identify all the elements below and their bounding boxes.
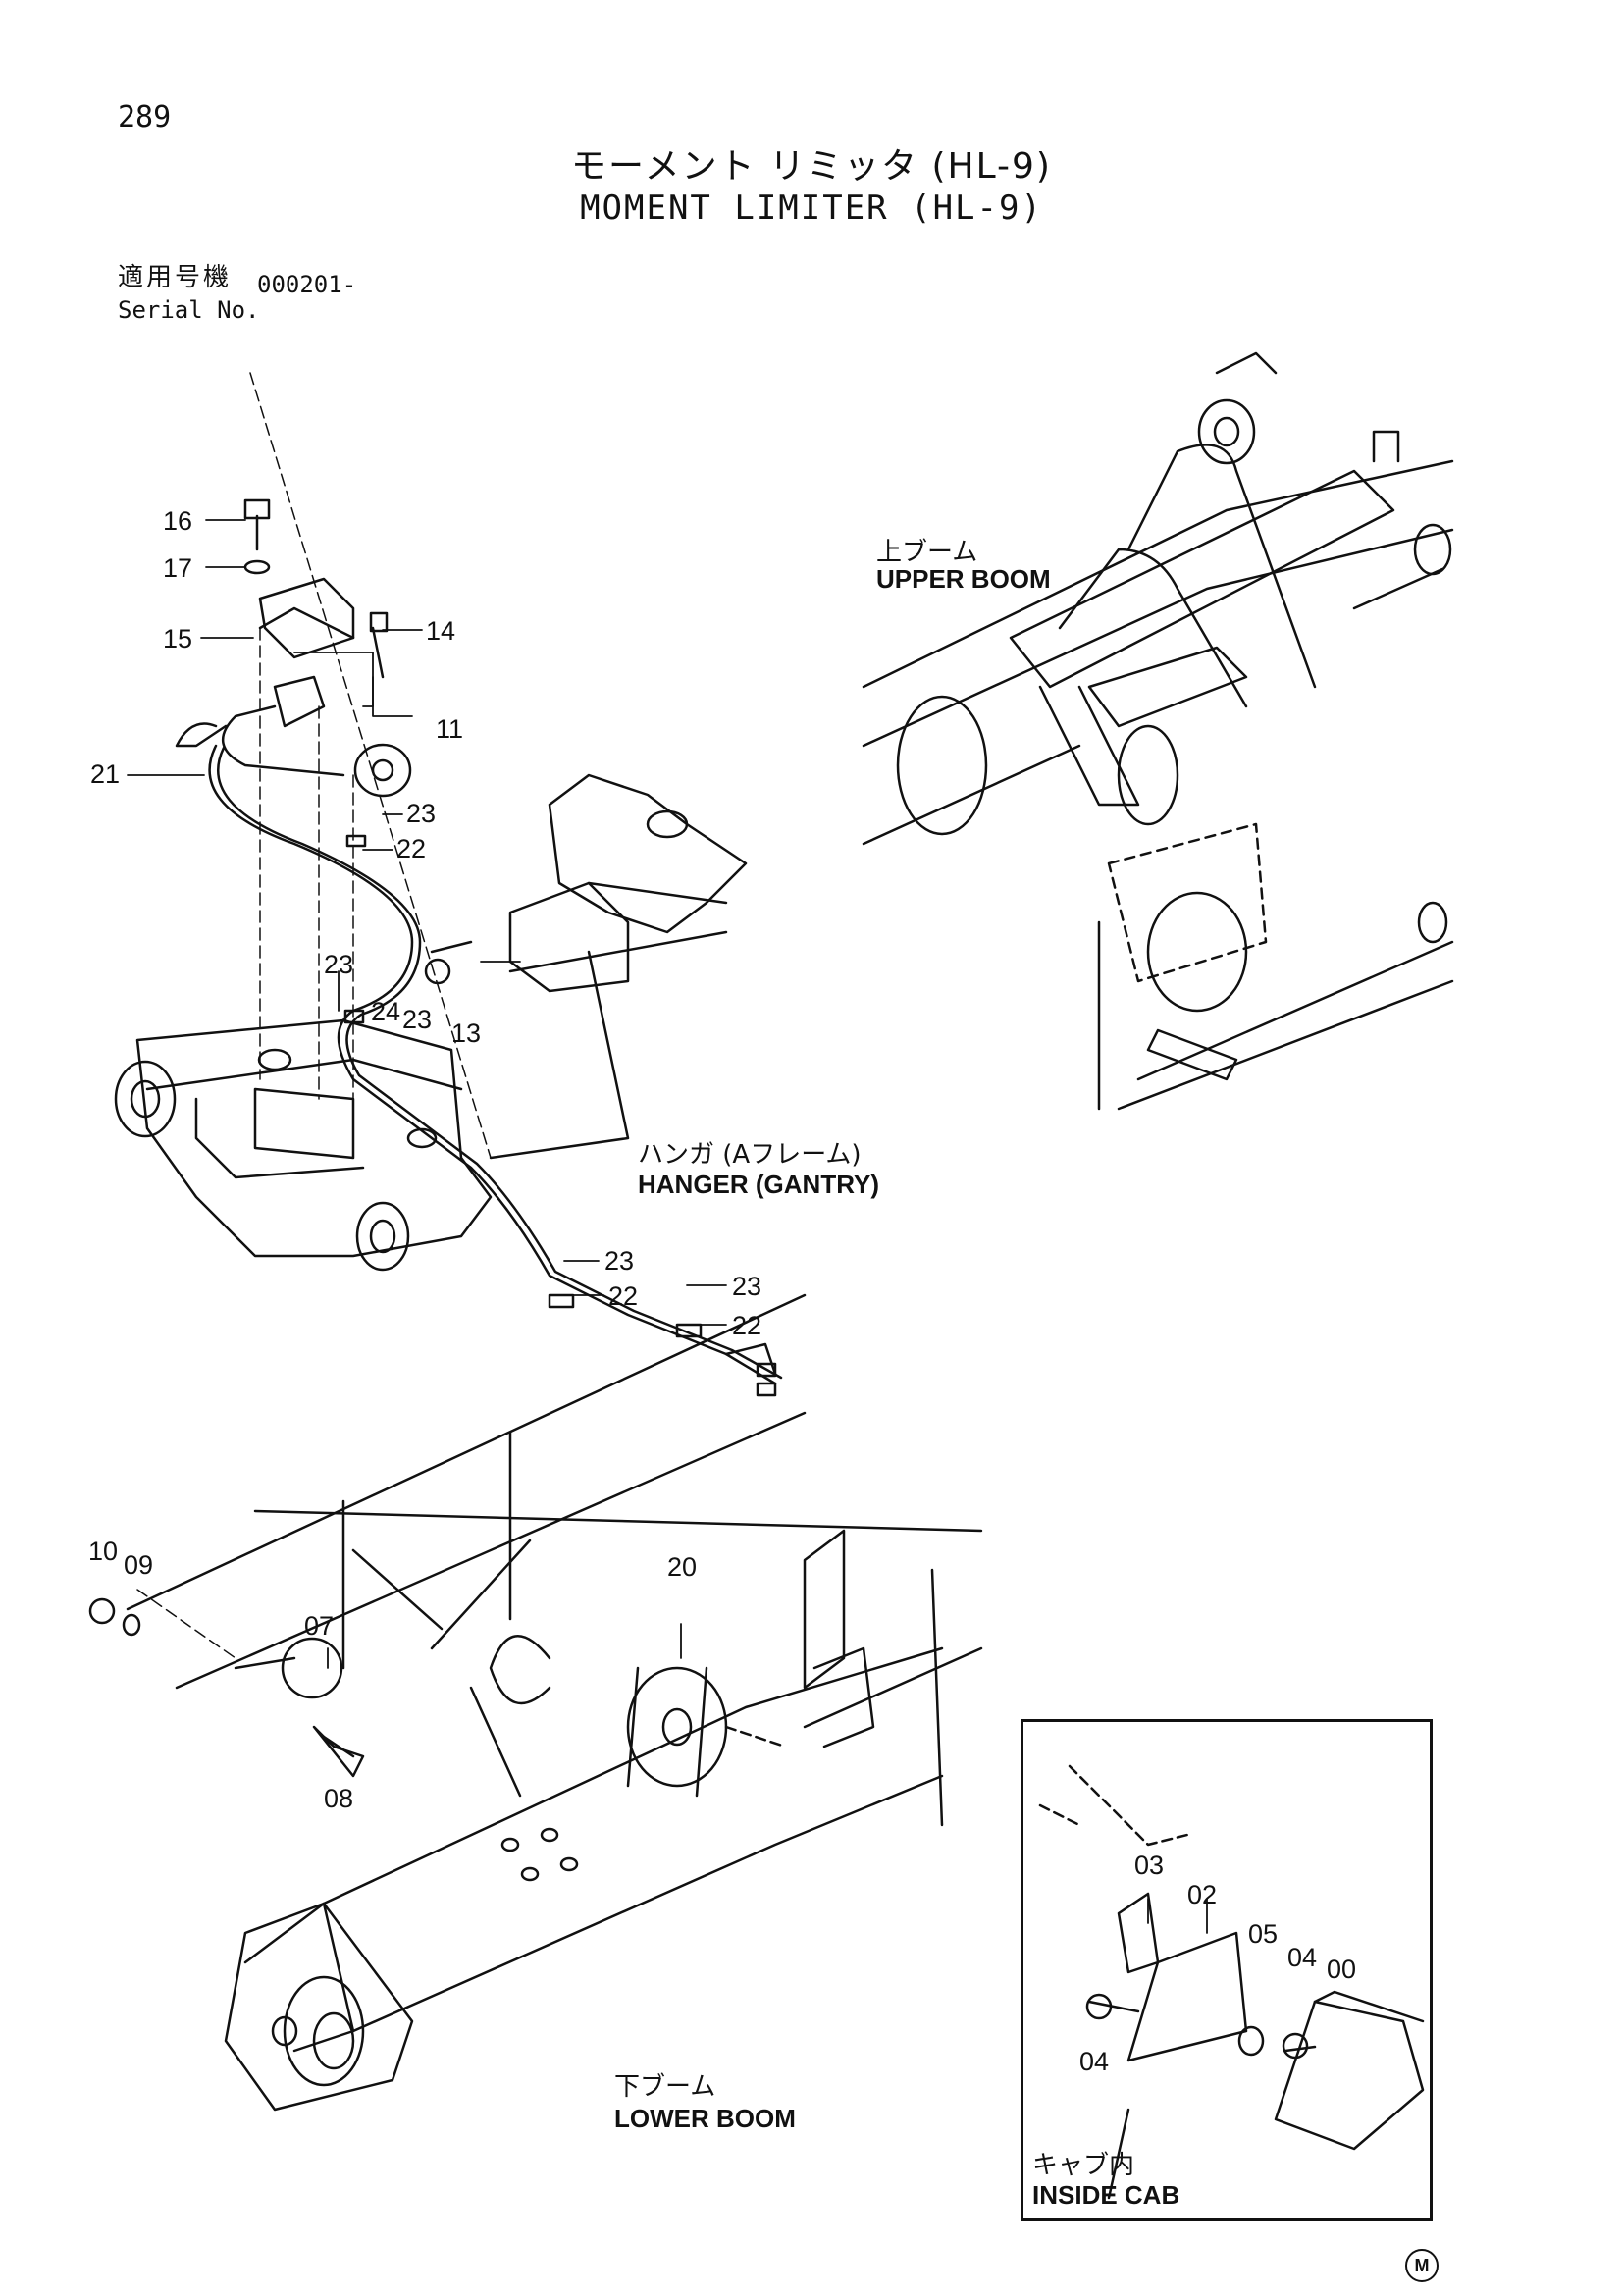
callout-15: 15	[163, 624, 192, 653]
callout-16: 16	[163, 506, 192, 536]
callout-22: 22	[608, 1281, 638, 1311]
leader-lines	[127, 519, 1208, 1934]
callout-04: 04	[1287, 1943, 1317, 1972]
callout-23: 23	[732, 1272, 761, 1301]
callout-23: 23	[406, 799, 436, 828]
serial-label-japanese: 適用号機	[118, 263, 233, 292]
callout-22: 22	[396, 834, 426, 863]
callout-05: 05	[1248, 1919, 1278, 1949]
callout-20: 20	[667, 1552, 697, 1582]
callout-09: 09	[124, 1550, 153, 1580]
callout-03: 03	[1134, 1851, 1164, 1880]
lower-boom-label: LOWER BOOM	[614, 2104, 796, 2133]
callout-numbers: 16 17 15 14 11 21 23 22 23 24 23 13 23 2…	[88, 506, 1356, 2076]
page-number: 289	[118, 100, 172, 134]
callout-07: 07	[304, 1611, 334, 1641]
serial-label-english: Serial No.	[118, 296, 260, 324]
upper-boom-drawing	[862, 351, 1454, 1111]
callout-21: 21	[90, 759, 120, 789]
inside-cab-drawing	[1038, 1764, 1425, 2200]
callout-00: 00	[1327, 1955, 1356, 1984]
callout-24: 24	[371, 997, 400, 1026]
callout-11: 11	[436, 714, 463, 744]
page-title-japanese: モーメント リミッタ (HL-9)	[571, 146, 1052, 186]
page-title-english: MOMENT LIMITER (HL-9)	[580, 188, 1043, 228]
hanger-label-japanese: ハンガ (Aフレーム)	[638, 1140, 862, 1170]
hanger-label: HANGER (GANTRY)	[638, 1170, 880, 1199]
callout-23: 23	[324, 950, 353, 979]
callout-23: 23	[604, 1246, 634, 1276]
manufacturer-mark: M	[1405, 2249, 1439, 2282]
upper-boom-label: UPPER BOOM	[876, 564, 1051, 594]
inside-cab-inset-frame	[1021, 1719, 1433, 2221]
inside-cab-label-japanese: キャブ内	[1032, 2151, 1135, 2180]
lower-boom-drawing	[88, 1293, 983, 2112]
callout-02: 02	[1187, 1880, 1217, 1909]
callout-17: 17	[163, 553, 192, 583]
callout-22: 22	[732, 1311, 761, 1340]
upper-boom-label-japanese: 上ブーム	[876, 538, 978, 567]
callout-04: 04	[1079, 2047, 1109, 2076]
callout-13: 13	[451, 1018, 481, 1048]
callout-14: 14	[426, 616, 455, 646]
inside-cab-label: INSIDE CAB	[1032, 2180, 1180, 2210]
limiter-assembly-drawing	[175, 498, 783, 1397]
callout-08: 08	[324, 1784, 353, 1813]
callout-23: 23	[402, 1005, 432, 1034]
serial-number-value: 000201-	[257, 271, 357, 298]
callout-10: 10	[88, 1537, 118, 1566]
lower-boom-label-japanese: 下ブーム	[614, 2072, 716, 2102]
